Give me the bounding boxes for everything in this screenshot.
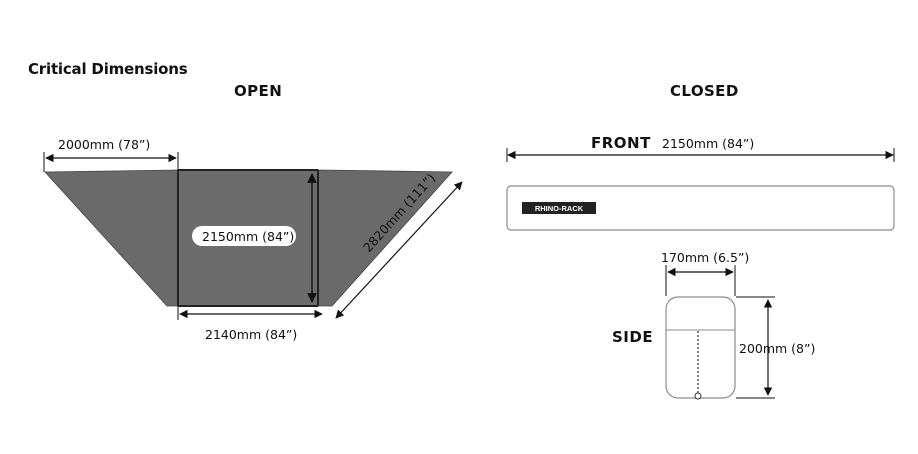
- side-view-label: SIDE: [612, 328, 654, 346]
- rhino-rack-logo-text: RHINO-RACK: [535, 204, 584, 213]
- dim-bottom-width-label: 2140mm (84”): [205, 327, 298, 342]
- rhino-rack-logo-badge: [522, 202, 596, 214]
- dim-line-bottom-width: [177, 306, 323, 320]
- front-view-label: FRONT: [591, 134, 651, 152]
- dim-top-width-label: 2000mm (78”): [58, 137, 151, 152]
- closed-heading: CLOSED: [670, 82, 739, 100]
- dim-line-diagonal: [335, 181, 463, 319]
- diagram-title: Critical Dimensions: [28, 60, 188, 78]
- closed-front-case: [506, 185, 895, 231]
- front-length-label: 2150mm (84”): [662, 136, 755, 151]
- dim-line-top-width: [43, 152, 179, 172]
- dim-center-height-pill: [192, 226, 296, 246]
- side-height-label: 200mm (8”): [739, 341, 816, 356]
- dim-line-side-width: [665, 265, 736, 296]
- open-left-wing: [44, 169, 179, 307]
- open-heading: OPEN: [234, 82, 283, 100]
- side-width-label: 170mm (6.5”): [661, 250, 750, 265]
- dim-line-side-height: [736, 296, 775, 399]
- closed-side-case: [665, 296, 736, 399]
- dim-center-height-label: 2150mm (84”): [202, 229, 295, 244]
- dim-line-front-length: [506, 148, 895, 162]
